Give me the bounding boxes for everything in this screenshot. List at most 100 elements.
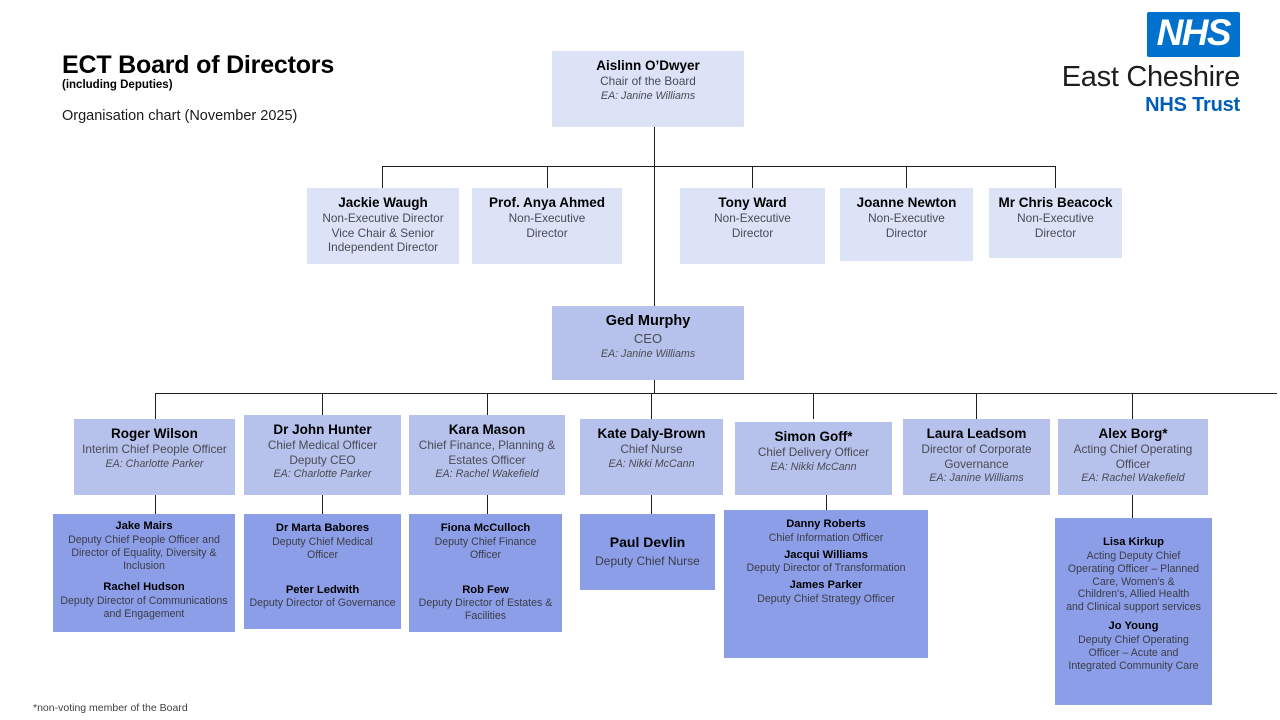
node-role: Acting Chief Operating Officer bbox=[1073, 442, 1193, 471]
node-role: Chair of the Board bbox=[600, 74, 696, 89]
node-role: Deputy Chief Strategy Officer bbox=[757, 592, 895, 605]
node-ned-tony-ward[interactable]: Tony Ward Non-Executive Director bbox=[680, 188, 825, 264]
node-ea: EA: Rachel Wakefield bbox=[435, 468, 539, 481]
node-name: Jackie Waugh bbox=[338, 195, 428, 210]
node-name: Fiona McCulloch bbox=[440, 522, 531, 534]
connector-exec-1 bbox=[155, 393, 157, 419]
node-role: Interim Chief People Officer bbox=[82, 442, 227, 457]
node-role: Chief Information Officer bbox=[768, 531, 884, 544]
node-role: Deputy Chief People Officer and Director… bbox=[68, 533, 220, 572]
node-deputies-people[interactable]: Jake Mairs Deputy Chief People Officer a… bbox=[53, 514, 235, 632]
node-name: Mr Chris Beacock bbox=[998, 195, 1113, 210]
node-role: Non-Executive Director bbox=[508, 211, 586, 240]
node-role: Non-Executive Director bbox=[868, 211, 945, 240]
deputy-entry: Jo Young Deputy Chief Operating Officer … bbox=[1059, 620, 1208, 672]
connector-exec-4 bbox=[651, 393, 653, 419]
node-exec-john-hunter[interactable]: Dr John Hunter Chief Medical Officer Dep… bbox=[244, 415, 401, 495]
node-ceo[interactable]: Ged Murphy CEO EA: Janine Williams bbox=[552, 306, 744, 380]
node-exec-alex-borg[interactable]: Alex Borg* Acting Chief Operating Office… bbox=[1058, 419, 1208, 495]
node-name: Joanne Newton bbox=[856, 195, 957, 210]
connector-deputy-5 bbox=[826, 495, 828, 510]
node-exec-kara-mason[interactable]: Kara Mason Chief Finance, Planning & Est… bbox=[409, 415, 565, 495]
node-deputies-medical[interactable]: Dr Marta Babores Deputy Chief Medical Of… bbox=[244, 514, 401, 629]
node-deputies-finance[interactable]: Fiona McCulloch Deputy Chief Finance Off… bbox=[409, 514, 562, 632]
node-name: Laura Leadsom bbox=[926, 426, 1027, 441]
node-role: Deputy Chief Medical Officer bbox=[272, 535, 373, 561]
deputy-entry: Rob Few Deputy Director of Estates & Fac… bbox=[413, 584, 558, 624]
node-role: Deputy Chief Operating Officer – Acute a… bbox=[1068, 633, 1199, 672]
deputy-entry: Paul Devlin Deputy Chief Nurse bbox=[584, 534, 711, 569]
node-deputies-operations[interactable]: Lisa Kirkup Acting Deputy Chief Operatin… bbox=[1055, 518, 1212, 705]
node-role: Deputy Chief Finance Officer bbox=[434, 535, 537, 561]
deputy-entry: James Parker Deputy Chief Strategy Offic… bbox=[728, 579, 924, 606]
connector-exec-2 bbox=[322, 393, 324, 419]
node-chair[interactable]: Aislinn O’Dwyer Chair of the Board EA: J… bbox=[552, 51, 744, 127]
node-name: Aislinn O’Dwyer bbox=[596, 58, 700, 73]
node-deputies-delivery[interactable]: Danny Roberts Chief Information Officer … bbox=[724, 510, 928, 658]
connector-ned-1 bbox=[382, 166, 384, 188]
connector-ned-bus bbox=[382, 166, 1056, 168]
node-name: Tony Ward bbox=[718, 195, 787, 210]
node-role: Non-Executive Director bbox=[714, 211, 791, 240]
connector-deputy-1 bbox=[155, 495, 157, 514]
node-ned-jackie-waugh[interactable]: Jackie Waugh Non-Executive Director Vice… bbox=[307, 188, 459, 264]
connector-deputy-4 bbox=[651, 495, 653, 514]
node-role: Chief Delivery Officer bbox=[757, 445, 870, 460]
deputy-entry: Jacqui Williams Deputy Director of Trans… bbox=[728, 549, 924, 576]
node-role: CEO bbox=[633, 330, 663, 346]
node-role: Director of Corporate Governance bbox=[921, 442, 1032, 471]
node-role: Acting Deputy Chief Operating Officer – … bbox=[1066, 549, 1201, 614]
deputy-entry: Peter Ledwith Deputy Director of Governa… bbox=[248, 584, 397, 611]
connector-ned-3 bbox=[752, 166, 754, 188]
footnote: *non-voting member of the Board bbox=[33, 702, 188, 714]
connector-exec-6 bbox=[976, 393, 978, 419]
node-ea: EA: Charlotte Parker bbox=[105, 457, 204, 470]
deputy-entry: Lisa Kirkup Acting Deputy Chief Operatin… bbox=[1059, 536, 1208, 614]
connector-ned-4 bbox=[906, 166, 908, 188]
node-name: Rachel Hudson bbox=[103, 581, 185, 594]
nhs-wordmark: NHS bbox=[1156, 12, 1232, 53]
chart-date-line: Organisation chart (November 2025) bbox=[62, 108, 298, 124]
node-exec-laura-leadsom[interactable]: Laura Leadsom Director of Corporate Gove… bbox=[903, 419, 1050, 495]
node-ned-joanne-newton[interactable]: Joanne Newton Non-Executive Director bbox=[840, 188, 973, 261]
node-role: Non-Executive Director Vice Chair & Seni… bbox=[322, 211, 444, 255]
node-role: Chief Finance, Planning & Estates Office… bbox=[418, 438, 556, 467]
node-exec-kate-daly-brown[interactable]: Kate Daly-Brown Chief Nurse EA: Nikki Mc… bbox=[580, 419, 723, 495]
node-ea: EA: Rachel Wakefield bbox=[1081, 472, 1185, 485]
node-ea: EA: Charlotte Parker bbox=[273, 468, 372, 481]
connector-chair-down bbox=[654, 127, 656, 166]
node-exec-simon-goff[interactable]: Simon Goff* Chief Delivery Officer EA: N… bbox=[735, 422, 892, 495]
node-exec-roger-wilson[interactable]: Roger Wilson Interim Chief People Office… bbox=[74, 419, 235, 495]
node-ea: EA: Janine Williams bbox=[600, 347, 696, 360]
connector-exec-7 bbox=[1132, 393, 1134, 419]
node-name: Lisa Kirkup bbox=[1103, 536, 1164, 548]
node-ned-chris-beacock[interactable]: Mr Chris Beacock Non-Executive Director bbox=[989, 188, 1122, 258]
node-name: Roger Wilson bbox=[111, 426, 198, 441]
node-role: Deputy Chief Nurse bbox=[595, 554, 700, 569]
node-name: Jake Mairs bbox=[115, 520, 173, 532]
connector-deputy-3 bbox=[487, 495, 489, 514]
node-name: Dr John Hunter bbox=[273, 422, 372, 437]
deputy-entry: Dr Marta Babores Deputy Chief Medical Of… bbox=[248, 522, 397, 562]
node-name: Rob Few bbox=[462, 583, 509, 596]
deputy-entry: Jake Mairs Deputy Chief People Officer a… bbox=[57, 520, 231, 572]
node-name: Jacqui Williams bbox=[784, 548, 868, 561]
node-ea: EA: Nikki McCann bbox=[770, 460, 857, 473]
connector-chair-to-ceo bbox=[654, 166, 656, 306]
node-name: Dr Marta Babores bbox=[275, 522, 370, 534]
node-ned-anya-ahmed[interactable]: Prof. Anya Ahmed Non-Executive Director bbox=[472, 188, 622, 264]
node-name: Peter Ledwith bbox=[285, 583, 360, 596]
connector-ned-5 bbox=[1055, 166, 1057, 188]
trust-subtitle: NHS Trust bbox=[1145, 94, 1240, 117]
deputy-entry: Fiona McCulloch Deputy Chief Finance Off… bbox=[413, 522, 558, 562]
node-role: Chief Medical Officer Deputy CEO bbox=[267, 438, 378, 467]
node-role: Deputy Director of Governance bbox=[249, 597, 396, 610]
connector-exec-bus bbox=[155, 393, 1277, 395]
title-subtitle: (including Deputies) bbox=[62, 79, 173, 92]
node-name: Alex Borg* bbox=[1098, 426, 1168, 441]
node-deputies-nursing[interactable]: Paul Devlin Deputy Chief Nurse bbox=[580, 514, 715, 590]
node-role: Deputy Director of Estates & Facilities bbox=[418, 597, 553, 623]
connector-deputy-2 bbox=[322, 495, 324, 514]
node-name: Kate Daly-Brown bbox=[597, 426, 706, 441]
node-role: Deputy Director of Communications and En… bbox=[60, 595, 228, 620]
